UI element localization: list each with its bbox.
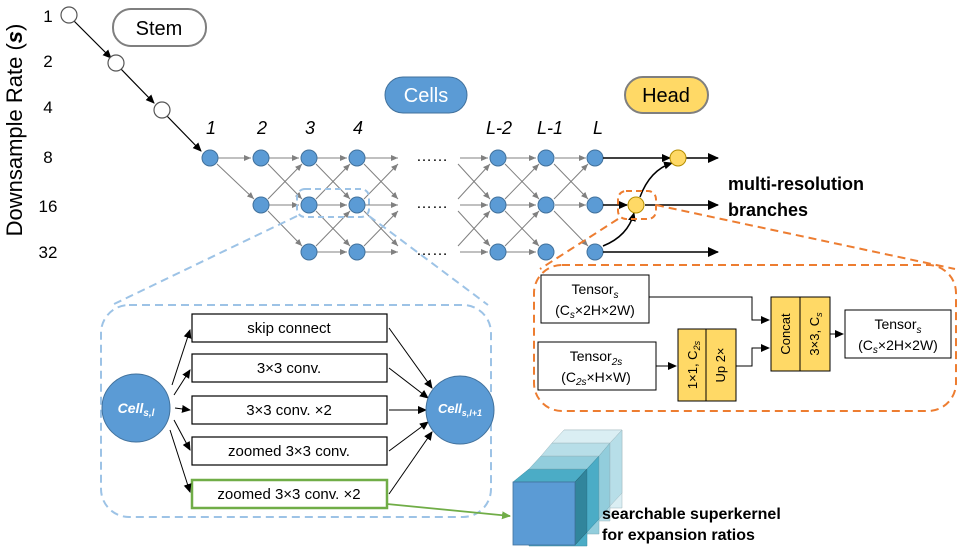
op-box-skip — [191, 313, 388, 343]
cell-highlight — [296, 188, 370, 218]
head-detail-connections — [649, 296, 844, 370]
conv1x1-label: 1×1, C2s — [685, 340, 702, 389]
cell-grid-connections — [216, 155, 589, 255]
cells-tag-label: Cells — [404, 85, 448, 107]
cell-node — [537, 149, 555, 167]
op-box-conv-x2 — [191, 395, 388, 425]
cell-node — [348, 243, 366, 261]
rate-label: 4 — [43, 98, 52, 117]
op-box-zoomed — [191, 436, 388, 466]
branches-label: multi-resolution — [728, 174, 864, 194]
head-detail: Tensors (Cs×2H×2W) Tensor2s (C2s×H×W) 1×… — [537, 274, 952, 402]
cell-node — [489, 243, 507, 261]
cell-input-node — [101, 373, 171, 443]
tensor-s-name: Tensors — [571, 281, 618, 301]
tensor-out-name: Tensors — [874, 316, 921, 336]
stem-tag: Stem — [112, 8, 207, 47]
stem-tag-label: Stem — [136, 18, 183, 40]
cell-node — [537, 196, 555, 214]
tensor-2s-name: Tensor2s — [570, 348, 623, 368]
cell-node — [586, 149, 604, 167]
rate-label: 32 — [39, 243, 58, 262]
stem-node — [153, 101, 171, 119]
head-tag: Head — [624, 76, 709, 114]
cell-output-label: Cells,l+1 — [438, 401, 482, 418]
axis-label: Downsample Rate (s) — [2, 24, 27, 237]
conv-up-box — [677, 328, 737, 402]
head-detail-panel — [533, 264, 957, 412]
cell-input-label: Cells,l — [118, 400, 155, 419]
tensor-2s-box — [537, 341, 657, 391]
cells-tag: Cells — [384, 76, 468, 114]
cell-node — [300, 243, 318, 261]
cell-node — [348, 149, 366, 167]
column-label: L-1 — [537, 118, 563, 138]
head-node — [627, 196, 645, 214]
tensor-s-shape: (Cs×2H×2W) — [555, 302, 635, 321]
superkernel-arrow — [386, 503, 511, 520]
stem-node — [60, 6, 78, 24]
cell-op-boxes: skip connect 3×3 conv. 3×3 conv. ×2 zoom… — [190, 313, 389, 510]
column-label: 1 — [206, 118, 216, 138]
column-label: L — [593, 118, 603, 138]
rate-label: 1 — [43, 7, 52, 26]
cell-node — [586, 243, 604, 261]
column-label: L-2 — [486, 118, 512, 138]
op-label: 3×3 conv. — [257, 360, 321, 377]
cell-output-node — [425, 375, 495, 445]
cell-node — [348, 196, 366, 214]
op-label: zoomed 3×3 conv. — [228, 443, 350, 460]
concat-label: Concat — [778, 313, 793, 355]
op-box-conv — [191, 353, 388, 383]
conv3x3-label: 3×3, Cs — [807, 312, 824, 356]
cell-node — [586, 196, 604, 214]
tensor-s-box — [540, 274, 650, 324]
cell-node — [300, 149, 318, 167]
head-tag-label: Head — [642, 85, 690, 107]
cell-node — [489, 149, 507, 167]
column-label: 2 — [256, 118, 267, 138]
column-label: 4 — [353, 118, 363, 138]
op-label: 3×3 conv. ×2 — [246, 402, 332, 419]
op-label: skip connect — [247, 320, 331, 337]
rate-label: 2 — [43, 52, 52, 71]
superkernel-label: for expansion ratios — [602, 527, 755, 544]
cell-node — [252, 149, 270, 167]
cell-nodes — [201, 149, 604, 261]
ellipsis: …… — [416, 148, 448, 165]
head-node — [669, 149, 687, 167]
rate-label: 8 — [43, 148, 52, 167]
cell-fan-arrows — [169, 327, 433, 495]
column-label: 3 — [305, 118, 315, 138]
cell-node — [300, 196, 318, 214]
up-label: Up 2× — [713, 347, 728, 382]
rate-label: 16 — [39, 197, 58, 216]
op-box-zoomed-x2 — [190, 478, 389, 510]
tensor-out-box — [844, 309, 952, 359]
stem-node — [107, 54, 125, 72]
stem-path — [60, 6, 202, 152]
cell-node — [537, 243, 555, 261]
ellipsis: …… — [416, 195, 448, 212]
op-label: zoomed 3×3 conv. ×2 — [217, 486, 360, 503]
cell-node — [252, 196, 270, 214]
tensor-2s-shape: (C2s×H×W) — [561, 369, 631, 388]
cell-node — [201, 149, 219, 167]
superkernel-label: searchable superkernel — [602, 506, 781, 523]
ellipsis: …… — [416, 242, 448, 259]
tensor-out-shape: (Cs×2H×2W) — [858, 337, 938, 356]
branches-label: branches — [728, 200, 808, 220]
superkernel-icon — [512, 429, 623, 547]
cell-node — [489, 196, 507, 214]
